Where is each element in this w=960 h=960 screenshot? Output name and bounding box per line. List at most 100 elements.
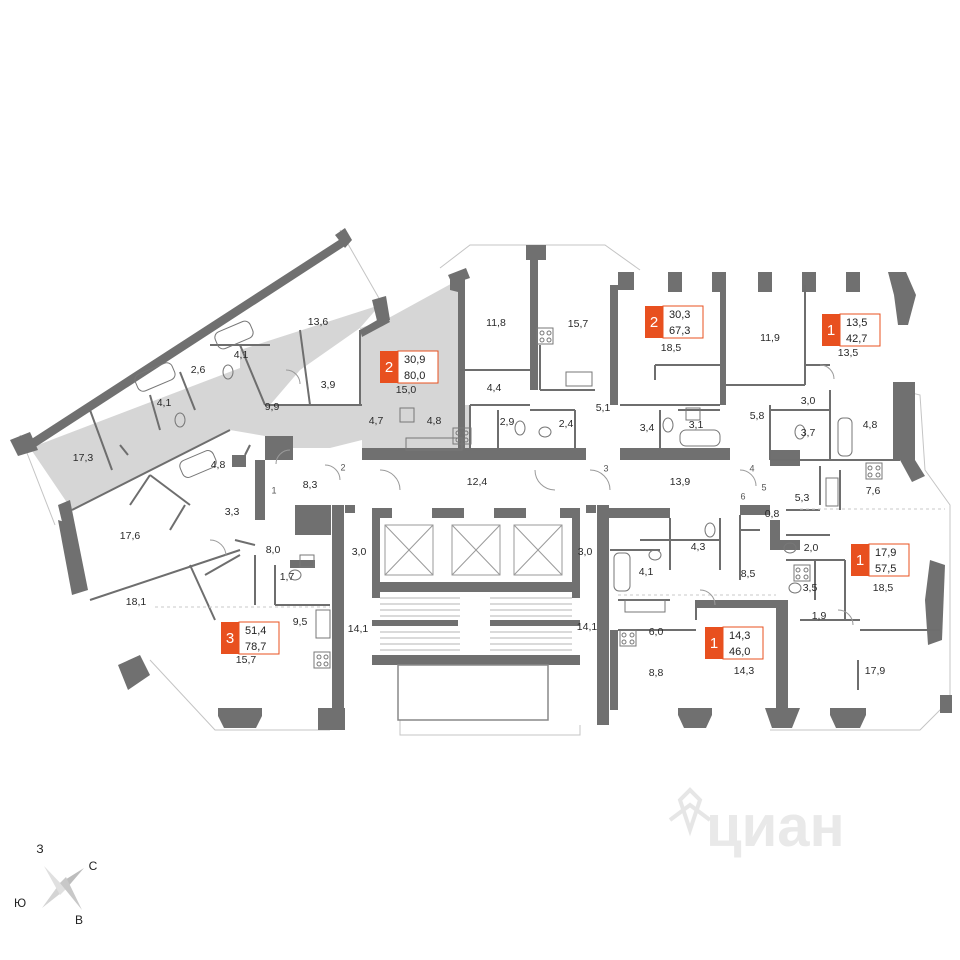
zone-marks: 2 3 4 5 6 1 xyxy=(271,462,766,501)
room-area: 8,0 xyxy=(266,544,281,556)
room-area: 17,9 xyxy=(865,665,886,677)
room-area: 3,7 xyxy=(801,427,816,439)
room-area: 7,6 xyxy=(866,485,881,497)
door-swings xyxy=(209,364,854,626)
badge-area-box xyxy=(722,626,764,660)
walls xyxy=(10,228,952,730)
compass-icon: З С В Ю xyxy=(14,842,98,927)
room-area: 4,3 xyxy=(691,541,706,553)
room-area: 18,5 xyxy=(661,342,682,354)
room-area: 4,8 xyxy=(863,419,878,431)
room-area: 14,1 xyxy=(348,623,369,635)
badge-living: 30,9 xyxy=(404,354,425,366)
room-area: 3,0 xyxy=(578,546,593,558)
zone-mark: 6 xyxy=(740,491,745,501)
room-area: 3,0 xyxy=(801,395,816,407)
badge-rooms-box xyxy=(380,351,398,383)
room-area: 3,1 xyxy=(689,419,704,431)
badge-total: 67,3 xyxy=(669,325,690,337)
room-area: 2,0 xyxy=(804,542,819,554)
room-area: 1,9 xyxy=(812,610,827,622)
room-area: 18,1 xyxy=(126,596,147,608)
apartment-badge[interactable]: 1 14,3 46,0 xyxy=(705,626,764,660)
badge-rooms: 3 xyxy=(226,630,234,647)
room-area: 2,9 xyxy=(500,416,515,428)
room-area: 3,0 xyxy=(352,546,367,558)
badge-area-box xyxy=(662,305,704,339)
watermark-text: циан xyxy=(706,794,845,859)
badge-living: 51,4 xyxy=(245,625,266,637)
sink-icon xyxy=(299,371,839,639)
room-area: 4,1 xyxy=(157,397,172,409)
zone-mark: 3 xyxy=(603,463,608,473)
badge-total: 57,5 xyxy=(875,563,896,575)
lobby-entrance xyxy=(397,664,549,721)
room-area: 4,4 xyxy=(487,382,502,394)
room-area: 3,4 xyxy=(640,422,655,434)
room-labels: 13,6 4,1 2,6 4,1 9,9 3,9 17,3 4,8 3,3 17… xyxy=(73,316,894,679)
room-area: 3,5 xyxy=(803,582,818,594)
compass-north: З xyxy=(36,842,43,856)
room-area: 14,3 xyxy=(734,665,755,677)
badge-area-box xyxy=(839,313,881,347)
room-area: 4,7 xyxy=(369,415,384,427)
partitions xyxy=(71,285,940,690)
room-area: 1,7 xyxy=(280,571,295,583)
room-area: 13,5 xyxy=(838,347,859,359)
room-area: 4,1 xyxy=(639,566,654,578)
badge-rooms: 1 xyxy=(827,322,835,339)
badge-rooms: 1 xyxy=(856,552,864,569)
room-area: 5,8 xyxy=(750,410,765,422)
room-area: 9,9 xyxy=(265,401,280,413)
apartment-badge[interactable]: 1 17,9 57,5 xyxy=(851,543,910,577)
badge-area-box xyxy=(868,543,910,577)
badge-rooms-box xyxy=(822,314,840,346)
room-area: 3,9 xyxy=(321,379,336,391)
badge-living: 30,3 xyxy=(669,309,690,321)
room-area: 12,4 xyxy=(467,476,488,488)
badge-living: 17,9 xyxy=(875,547,896,559)
apartment-badge[interactable]: 3 51,4 78,7 xyxy=(221,621,280,655)
room-area: 8,8 xyxy=(649,667,664,679)
room-area: 6,0 xyxy=(649,626,664,638)
room-area: 13,6 xyxy=(308,316,329,328)
room-area: 11,9 xyxy=(760,332,780,344)
room-area: 15,7 xyxy=(236,654,257,666)
badge-total: 78,7 xyxy=(245,641,266,653)
apartment-badge[interactable]: 2 30,9 80,0 xyxy=(380,350,439,384)
room-area: 11,8 xyxy=(486,317,506,329)
room-area: 4,1 xyxy=(234,349,249,361)
badge-total: 80,0 xyxy=(404,370,425,382)
badge-area-box xyxy=(397,350,439,384)
room-area: 5,1 xyxy=(596,402,611,414)
badge-rooms-box xyxy=(851,544,869,576)
stove-icon xyxy=(313,327,883,669)
room-area: 0,8 xyxy=(765,508,780,520)
badge-total: 46,0 xyxy=(729,646,750,658)
zone-mark: 4 xyxy=(749,463,754,473)
badge-rooms: 1 xyxy=(710,635,718,652)
badge-total: 42,7 xyxy=(846,333,867,345)
room-area: 17,3 xyxy=(73,452,94,464)
zone-mark: 2 xyxy=(340,462,345,472)
room-area: 15,7 xyxy=(568,318,589,330)
badge-rooms: 2 xyxy=(385,359,393,376)
room-area: 8,3 xyxy=(303,479,318,491)
room-area: 8,5 xyxy=(741,568,756,580)
selected-apartment-area[interactable] xyxy=(30,280,470,510)
room-area: 13,9 xyxy=(670,476,691,488)
watermark-logo-icon: циан xyxy=(668,787,845,859)
room-area: 14,1 xyxy=(577,621,598,633)
room-area: 17,6 xyxy=(120,530,141,542)
badge-area-box xyxy=(238,621,280,655)
badge-living: 13,5 xyxy=(846,317,867,329)
room-area: 15,0 xyxy=(396,384,417,396)
badge-rooms-box xyxy=(705,627,723,659)
compass-west: Ю xyxy=(14,896,26,910)
apartment-badge[interactable]: 1 13,5 42,7 xyxy=(822,313,881,347)
bathtub-icon xyxy=(134,320,853,592)
apartment-badge[interactable]: 2 30,3 67,3 xyxy=(645,305,704,339)
compass-south: В xyxy=(75,913,83,927)
staircase xyxy=(380,597,572,651)
